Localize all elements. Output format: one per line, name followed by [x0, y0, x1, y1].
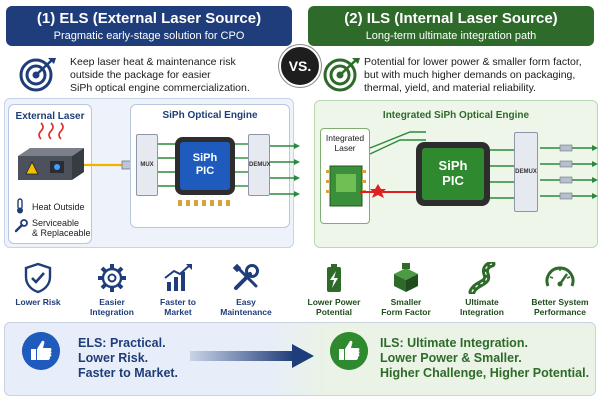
heat-outside-label: Heat Outside	[32, 202, 85, 212]
wrench-screwdriver-icon	[232, 263, 259, 290]
pic-label: PIC	[195, 165, 215, 177]
els-output-fibers	[270, 143, 300, 197]
integrated-laser-line: Integrated	[325, 133, 365, 143]
ils-output-fibers	[540, 144, 598, 200]
els-subtitle: Pragmatic early-stage solution for CPO	[53, 30, 245, 42]
els-description-line: Keep laser heat & maintenance risk	[70, 56, 236, 68]
integrated-laser-line: Laser	[334, 143, 356, 153]
laser-fiber-line	[84, 160, 133, 170]
serviceable-line: & Replaceable	[32, 228, 91, 238]
internal-laser-beam	[360, 184, 424, 198]
benefit-smaller-form-factor: Smaller Form Factor	[370, 262, 442, 317]
mux-label: MUX	[140, 162, 154, 168]
benefit-lower-power: Lower Power Potential	[298, 262, 370, 317]
thermometer-icon	[17, 198, 23, 214]
els-summary-line: Faster to Market.	[78, 366, 179, 380]
ils-demux-label: DEMUX	[515, 169, 537, 175]
ils-summary-line: ILS: Ultimate Integration.	[380, 336, 528, 350]
benefit-caption: Better System	[531, 297, 589, 307]
benefit-caption: Lower Risk	[15, 297, 61, 307]
gauge-icon	[545, 266, 575, 287]
benefit-caption: Lower Power	[307, 297, 361, 307]
target-icon	[19, 58, 56, 92]
els-description-line: outside the package for easier	[70, 69, 211, 81]
benefit-caption: Easier	[99, 297, 125, 307]
demux-block: DEMUX	[248, 134, 271, 196]
serviceable-label: Serviceable & Replaceable	[32, 218, 91, 238]
demux-label: DEMUX	[249, 162, 271, 168]
benefit-caption: Performance	[534, 307, 586, 317]
pic-label: SiPh	[438, 158, 468, 173]
ils-input-traces	[370, 131, 426, 155]
external-laser-title: External Laser	[15, 111, 85, 122]
ils-description: Potential for lower power & smaller form…	[364, 56, 594, 95]
els-summary-line: ELS: Practical.	[78, 336, 166, 350]
benefit-caption: Integration	[90, 307, 134, 317]
road-icon	[468, 262, 496, 294]
thumbs-up-icon	[330, 332, 368, 370]
ils-chip-traces	[490, 149, 514, 199]
els-summary-line: Lower Risk.	[78, 351, 149, 365]
mux-block: MUX	[136, 134, 158, 196]
benefit-caption: Potential	[316, 307, 352, 317]
target-icon	[323, 58, 360, 92]
benefit-caption: Integration	[460, 307, 504, 317]
benefit-easier-integration: Easier Integration	[76, 262, 148, 317]
chip-cube-icon	[394, 263, 418, 292]
benefit-caption: Faster to	[160, 297, 196, 307]
shield-check-icon	[24, 262, 52, 294]
ils-engine-title: Integrated SiPh Optical Engine	[382, 110, 530, 121]
ils-description-line: but with much higher demands on packagin…	[364, 69, 576, 81]
benefit-better-performance: Better System Performance	[524, 262, 596, 317]
benefit-caption: Maintenance	[220, 307, 272, 317]
ils-header: (2) ILS (Internal Laser Source) Long-ter…	[308, 6, 594, 46]
laser-device-icon	[18, 148, 84, 180]
els-description-line: SiPh optical engine commercialization.	[70, 82, 250, 94]
wrench-icon	[14, 219, 28, 233]
ils-description-line: Potential for lower power & smaller form…	[364, 56, 582, 68]
els-title: (1) ELS (External Laser Source)	[36, 10, 262, 27]
els-description: Keep laser heat & maintenance risk outsi…	[70, 56, 260, 95]
engine-title: SiPh Optical Engine	[162, 110, 258, 121]
pic-label: PIC	[442, 173, 464, 188]
els-chip-traces	[158, 143, 248, 206]
ils-summary-line: Higher Challenge, Higher Potential.	[380, 366, 590, 380]
serviceable-line: Serviceable	[32, 218, 80, 228]
ils-demux-block: DEMUX	[514, 132, 538, 212]
ils-summary-line: Lower Power & Smaller.	[380, 351, 522, 365]
els-summary: ELS: Practical. Lower Risk. Faster to Ma…	[78, 336, 178, 381]
benefit-caption: Smaller	[390, 297, 422, 307]
gear-icon	[98, 264, 126, 292]
benefit-caption: Form Factor	[381, 307, 431, 317]
ils-siph-pic: SiPh PIC	[422, 148, 484, 200]
benefit-caption: Market	[164, 307, 192, 317]
laser-chip-icon	[326, 165, 366, 207]
benefit-ultimate-integration: Ultimate Integration	[446, 262, 518, 317]
ils-description-line: thermal, yield, and material reliability…	[364, 82, 536, 94]
benefit-caption: Easy	[236, 297, 256, 307]
ils-summary: ILS: Ultimate Integration. Lower Power &…	[380, 336, 589, 381]
els-header: (1) ELS (External Laser Source) Pragmati…	[6, 6, 292, 46]
vs-badge: VS.	[279, 45, 321, 87]
growth-chart-icon	[164, 264, 192, 291]
benefit-lower-risk: Lower Risk	[2, 262, 74, 307]
benefit-faster-to-market: Faster to Market	[142, 262, 214, 317]
pic-label: SiPh	[192, 152, 218, 164]
integrated-laser-title: Integrated Laser	[321, 133, 369, 153]
ils-title: (2) ILS (Internal Laser Source)	[344, 10, 558, 27]
benefit-easy-maintenance: Easy Maintenance	[210, 262, 282, 317]
thumbs-up-icon	[22, 332, 60, 370]
heat-waves-icon	[38, 122, 64, 140]
transition-arrow-icon	[190, 344, 314, 368]
ils-subtitle: Long-term ultimate integration path	[365, 30, 537, 42]
els-siph-pic: SiPh PIC	[180, 142, 230, 190]
benefit-caption: Ultimate	[465, 297, 499, 307]
battery-bolt-icon	[327, 264, 341, 292]
